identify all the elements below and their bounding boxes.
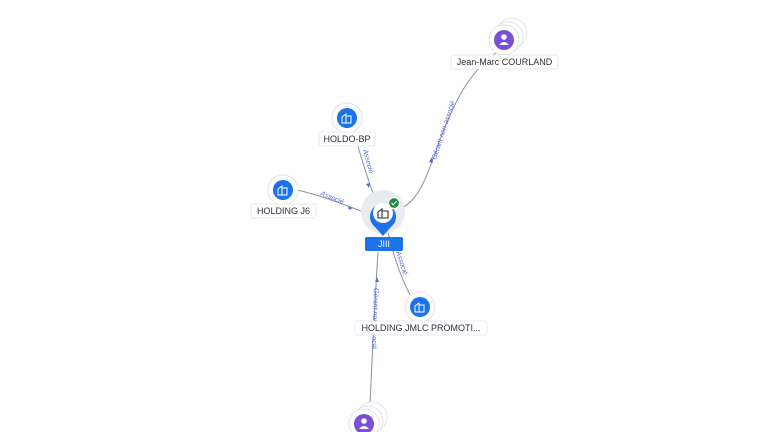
edge-arrow <box>429 157 433 163</box>
node-label-jean-marc: Jean-Marc COURLAND <box>457 57 553 67</box>
edge-label-person-bottom: Gérant non-associé <box>370 288 379 349</box>
node-holding-jmlc[interactable]: HOLDING JMLC PROMOTI... <box>354 291 488 336</box>
edge-arrow <box>366 183 370 188</box>
node-person-bottom[interactable] <box>348 401 388 432</box>
edge-label-holding-j6: Associé <box>318 190 344 206</box>
person-icon <box>494 30 514 50</box>
node-holdo-bp[interactable]: HOLDO-BP <box>318 102 376 147</box>
node-label-holding-j6: HOLDING J6 <box>257 206 310 216</box>
person-icon <box>354 414 374 432</box>
building-icon <box>273 180 293 200</box>
node-jean-marc[interactable]: Jean-Marc COURLAND <box>450 17 559 70</box>
building-icon <box>377 207 389 219</box>
edge-jean-marc: Gérant non-associé <box>397 49 501 211</box>
edge-arrow <box>375 277 379 282</box>
node-label-bg <box>450 54 559 70</box>
edge-label-holding-jmlc: Associé <box>394 250 409 277</box>
edge-label-jean-marc: Gérant non-associé <box>431 100 457 160</box>
node-label-bg <box>354 320 488 336</box>
node-label-holding-jmlc: HOLDING JMLC PROMOTI... <box>361 323 480 333</box>
check-badge-icon <box>387 196 401 210</box>
building-icon <box>337 108 357 128</box>
node-label-holdo-bp: HOLDO-BP <box>323 134 370 144</box>
center-label-bg <box>365 237 403 251</box>
node-center-jiii[interactable]: JIII <box>361 190 405 251</box>
node-label-bg <box>318 131 376 147</box>
edge-holdo-bp: Associé <box>355 139 375 197</box>
edge-arrow <box>348 206 353 210</box>
node-label-center: JIII <box>378 239 390 249</box>
node-label-bg <box>250 203 317 219</box>
building-icon <box>410 297 430 317</box>
node-holding-j6[interactable]: HOLDING J6 <box>250 174 317 219</box>
